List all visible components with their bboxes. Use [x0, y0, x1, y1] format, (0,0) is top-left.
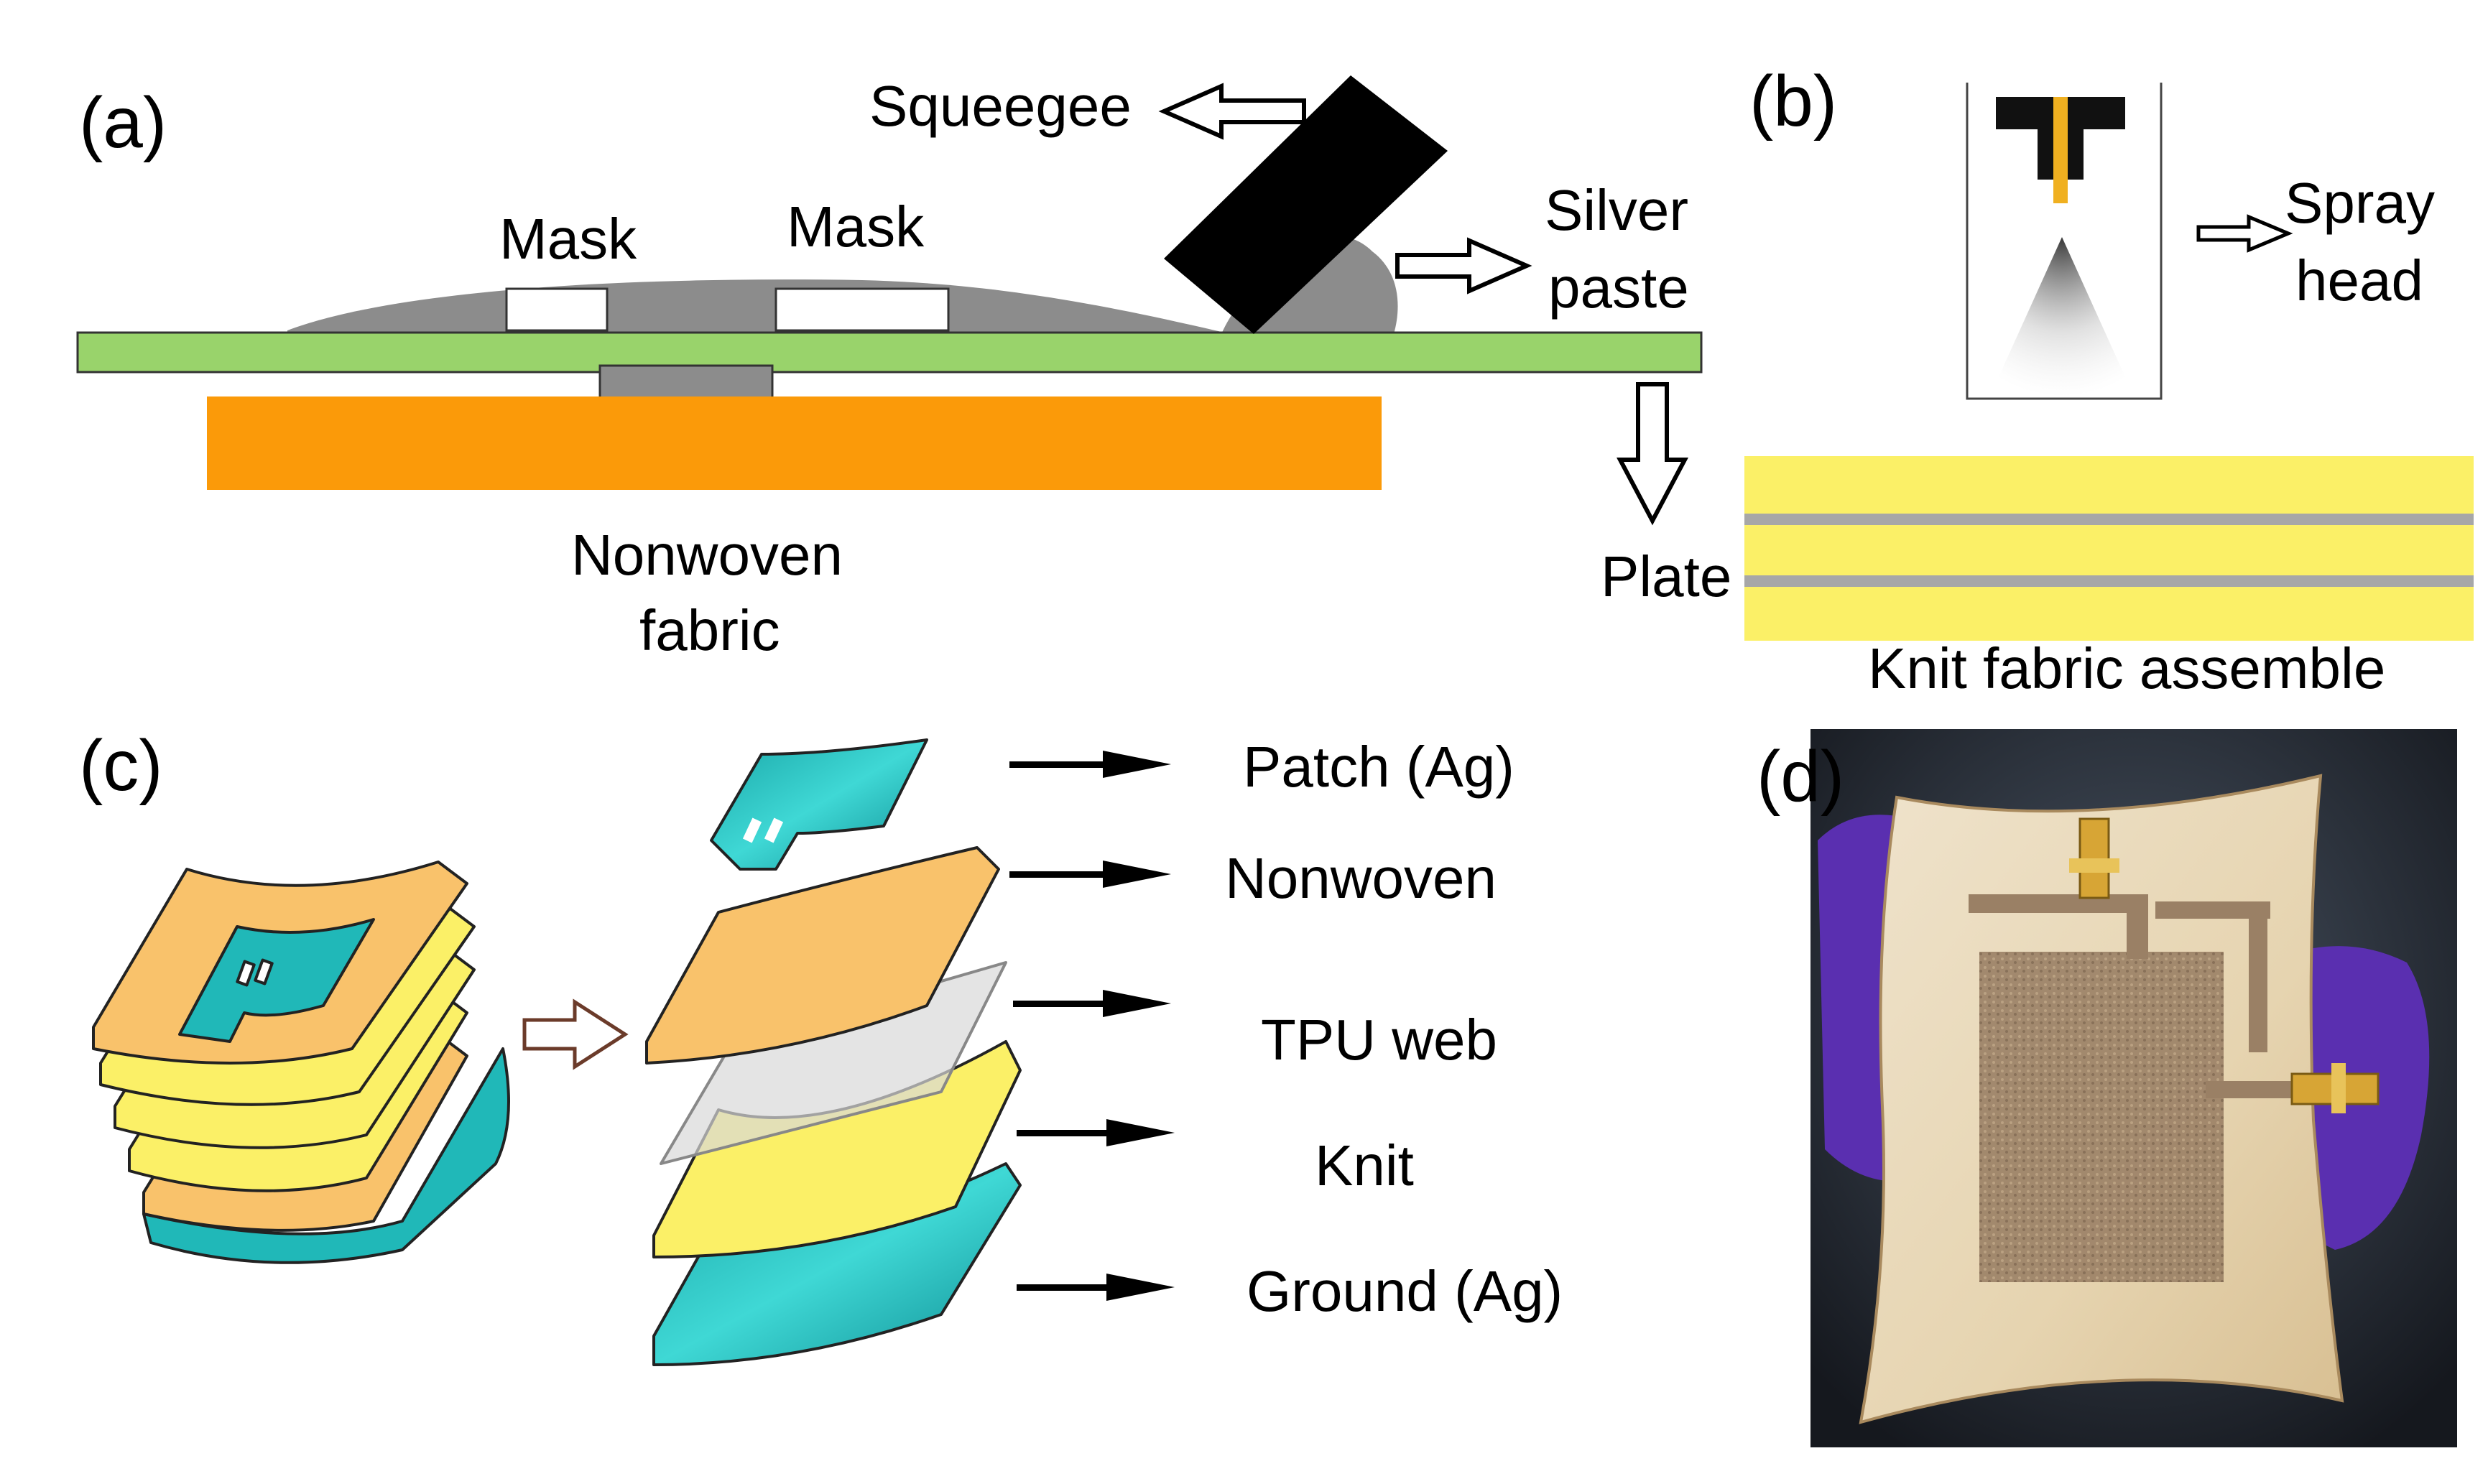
- panel-d: (d): [1757, 729, 2457, 1447]
- spray-head-arrow: [2196, 214, 2293, 253]
- layer-label-patch: Patch (Ag): [1243, 735, 1514, 799]
- knit-fabric-assembly: [1744, 456, 2474, 641]
- sma-connector-right: [2290, 1063, 2380, 1113]
- spray-chamber: [1966, 83, 2163, 400]
- panel-c-label: (c): [79, 725, 163, 806]
- panel-b: (b) Spray head Knit fabric assemble: [1744, 61, 2474, 700]
- panel-a-label: (a): [79, 83, 167, 163]
- squeegee-left-arrow: [1158, 83, 1306, 140]
- knit-assembly-label: Knit fabric assemble: [1868, 636, 2385, 700]
- arrow-tpu: [1013, 990, 1171, 1017]
- mask-right: [774, 287, 950, 332]
- spray-nozzle: [1996, 97, 2125, 203]
- explode-arrow: [522, 998, 629, 1070]
- exploded-layers: [645, 738, 1022, 1366]
- squeegee-label: Squeegee: [869, 74, 1132, 138]
- paste-label: paste: [1548, 256, 1689, 320]
- panel-c: (c): [79, 725, 1563, 1366]
- silver-paste-arrow: [1395, 237, 1532, 295]
- mask-left: [505, 287, 609, 332]
- nonwoven-fabric-block: [207, 396, 1382, 490]
- arrow-patch: [1009, 751, 1171, 778]
- antenna-feedlines: [1969, 894, 2342, 1098]
- spray-label: Spray: [2285, 171, 2435, 235]
- arrow-ground: [1017, 1274, 1175, 1301]
- plate-down-arrow: [1617, 382, 1688, 526]
- mask-left-label: Mask: [499, 207, 637, 271]
- layer-patch: [710, 738, 928, 871]
- nonwoven-label-line1: Nonwoven: [571, 523, 843, 587]
- layer-label-tpu: TPU web: [1261, 1008, 1497, 1072]
- plate-label: Plate: [1601, 544, 1731, 608]
- mask-right-label: Mask: [787, 195, 925, 259]
- layer-arrows: [1009, 751, 1175, 1301]
- silver-label: Silver: [1545, 178, 1688, 242]
- assembled-stack: [92, 861, 510, 1264]
- silver-paste-layer: [287, 279, 1221, 338]
- arrow-nonwoven: [1009, 861, 1171, 888]
- layer-tpu: [660, 961, 1007, 1165]
- panel-a: (a) Squeegee Silver paste Mask Mask Nonw…: [76, 74, 1731, 662]
- arrow-knit: [1017, 1119, 1175, 1146]
- nonwoven-label-line2: fabric: [639, 598, 780, 662]
- head-label: head: [2295, 249, 2423, 312]
- layer-label-knit: Knit: [1315, 1133, 1414, 1197]
- antenna-patch: [1979, 952, 2224, 1282]
- layer-label-nonwoven: Nonwoven: [1225, 846, 1497, 910]
- spray-cone: [1994, 237, 2130, 397]
- panel-d-label: (d): [1757, 736, 1844, 817]
- sma-connector-top: [2069, 817, 2119, 899]
- squeegee-blade: [1164, 75, 1448, 334]
- layer-label-ground: Ground (Ag): [1247, 1259, 1563, 1323]
- panel-b-label: (b): [1749, 61, 1837, 142]
- screen-plate: [76, 331, 1703, 374]
- layer-nonwoven: [645, 846, 1000, 1065]
